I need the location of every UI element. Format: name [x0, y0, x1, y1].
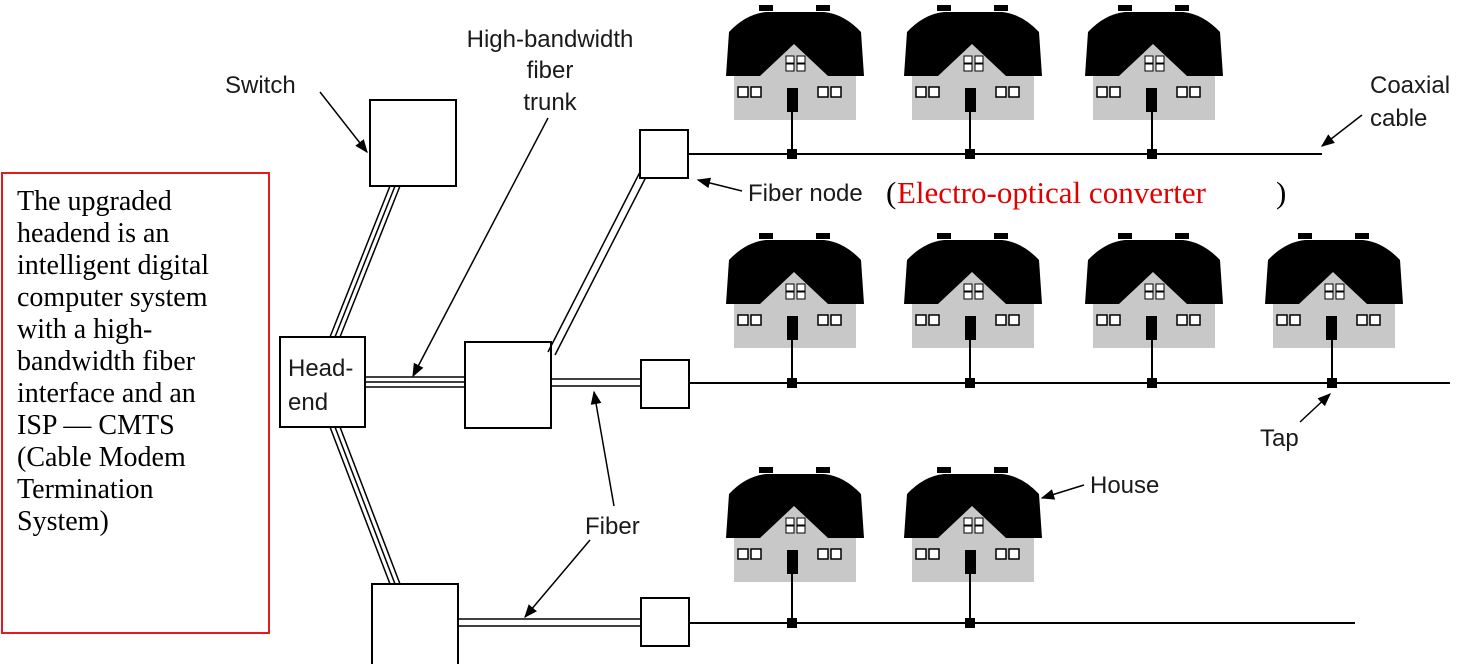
- switch-label: Switch: [225, 72, 296, 99]
- fiber-trunk-middle: [365, 376, 465, 388]
- fiber-to-node-bottom: [458, 618, 641, 627]
- note-line: (Cable Modem: [17, 442, 186, 473]
- note-line: computer system: [17, 282, 208, 313]
- tap-icon: [1147, 149, 1157, 159]
- headend-box: [279, 336, 366, 428]
- note-line: with a high-: [17, 314, 153, 345]
- fiber-node-middle: [640, 359, 690, 409]
- note-line: System): [17, 506, 109, 537]
- coax-label-line2: cable: [1370, 105, 1427, 132]
- house-icon: [725, 4, 865, 121]
- headend-label-line1: Head-: [288, 355, 353, 382]
- note-line: bandwidth fiber: [17, 346, 196, 377]
- house-icon: [903, 466, 1043, 583]
- tap-icon: [965, 618, 975, 628]
- tap-icon: [965, 378, 975, 388]
- house-icon: [1264, 232, 1404, 349]
- coax-label-line1: Coaxial: [1370, 72, 1450, 99]
- fiber-node-top: [639, 129, 689, 179]
- house-icon: [725, 466, 865, 583]
- tap-icon: [787, 149, 797, 159]
- note-line: headend is an: [17, 218, 170, 249]
- paren-open: (: [886, 175, 896, 210]
- trunk-label-line3: trunk: [523, 89, 577, 116]
- paren-close: ): [1276, 175, 1286, 210]
- house-row-middle: [725, 232, 1404, 349]
- tap-icon: [1147, 378, 1157, 388]
- tap-icon: [1327, 378, 1337, 388]
- trunk-label-line1: High-bandwidth: [467, 26, 634, 53]
- house-label: House: [1090, 472, 1159, 499]
- drop-lines: [791, 112, 1333, 623]
- tap-icon: [787, 378, 797, 388]
- headend-label-line2: end: [288, 389, 328, 416]
- fiber-trunk-bottom: [329, 426, 401, 585]
- house-icon: [1084, 232, 1224, 349]
- note-line: Termination: [17, 474, 154, 505]
- house-row-top: [725, 4, 1224, 121]
- house-icon: [903, 4, 1043, 121]
- trunk-label-line2: fiber: [527, 57, 574, 84]
- note-line: The upgraded: [17, 186, 172, 217]
- tap-icon: [787, 618, 797, 628]
- fiber-to-node-top: [547, 171, 648, 356]
- fiber-to-switch: [329, 185, 401, 338]
- fiber-node-label: Fiber node: [748, 180, 863, 207]
- taps: [787, 149, 1337, 628]
- house-icon: [903, 232, 1043, 349]
- house-row-bottom: [725, 466, 1043, 583]
- fiber-label: Fiber: [585, 513, 640, 540]
- switch-box: [369, 99, 457, 187]
- note-line: ISP — CMTS: [17, 410, 175, 441]
- headend-note-box: The upgraded headend is an intelligent d…: [1, 172, 270, 634]
- fiber-node-bottom: [640, 597, 690, 647]
- hub-box-bottom: [371, 583, 459, 664]
- house-icon: [1084, 4, 1224, 121]
- note-line: intelligent digital: [17, 250, 210, 281]
- tap-label: Tap: [1260, 425, 1299, 452]
- tap-icon: [965, 149, 975, 159]
- hub-box-middle: [464, 341, 552, 429]
- fiber-to-node-middle: [551, 378, 641, 387]
- house-icon: [725, 232, 865, 349]
- fiber-node-note: Electro-optical converter: [897, 175, 1207, 210]
- note-line: interface and an: [17, 378, 196, 409]
